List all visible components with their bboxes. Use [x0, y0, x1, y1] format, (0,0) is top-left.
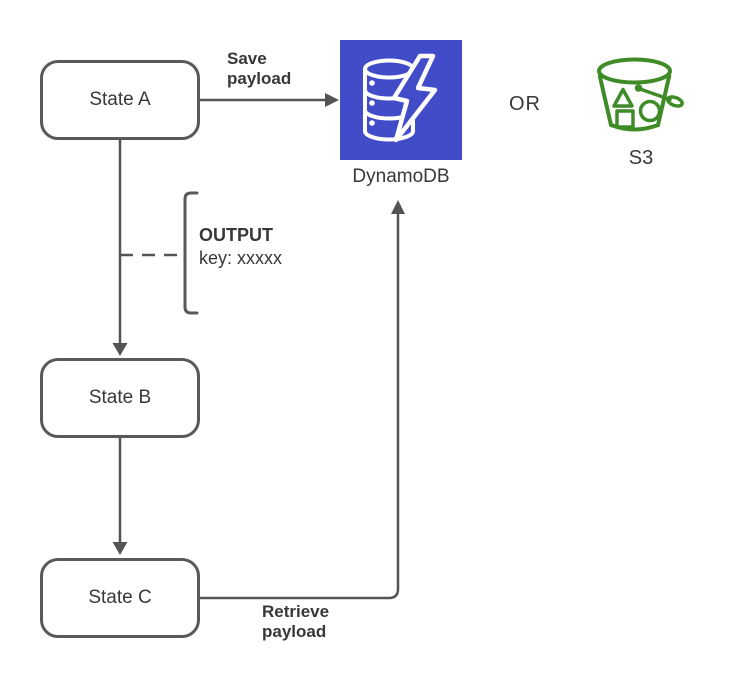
or-label: OR [509, 93, 541, 115]
node-state-a-label: State A [89, 89, 151, 110]
edge-b-c-arrowhead [112, 542, 128, 555]
s3-label: S3 [628, 147, 654, 169]
node-state-c: State C [40, 558, 200, 638]
dynamodb-label: DynamoDB [352, 166, 450, 187]
node-state-b: State B [40, 358, 200, 438]
edge-save-label: Save payload [227, 49, 292, 89]
dynamodb-tile [340, 40, 462, 160]
edge-retrieve-line [200, 214, 400, 600]
node-state-c-label: State C [88, 587, 152, 608]
output-bracket [183, 191, 199, 315]
output-annotation: OUTPUT key: xxxxx [199, 224, 282, 271]
s3-bucket-icon [597, 57, 684, 132]
output-annotation-title: OUTPUT [199, 225, 273, 245]
edge-retrieve-label: Retrieve payload [262, 602, 330, 642]
edge-retrieve-arrowhead [391, 200, 405, 214]
s3-tile [596, 56, 686, 144]
edge-save-arrowhead [325, 93, 339, 107]
node-state-b-label: State B [88, 387, 152, 408]
edge-a-b-arrowhead [112, 343, 128, 356]
output-annotation-key: key: xxxxx [199, 248, 283, 269]
node-state-a: State A [40, 60, 200, 140]
dynamodb-database-lightning-icon [363, 53, 438, 143]
